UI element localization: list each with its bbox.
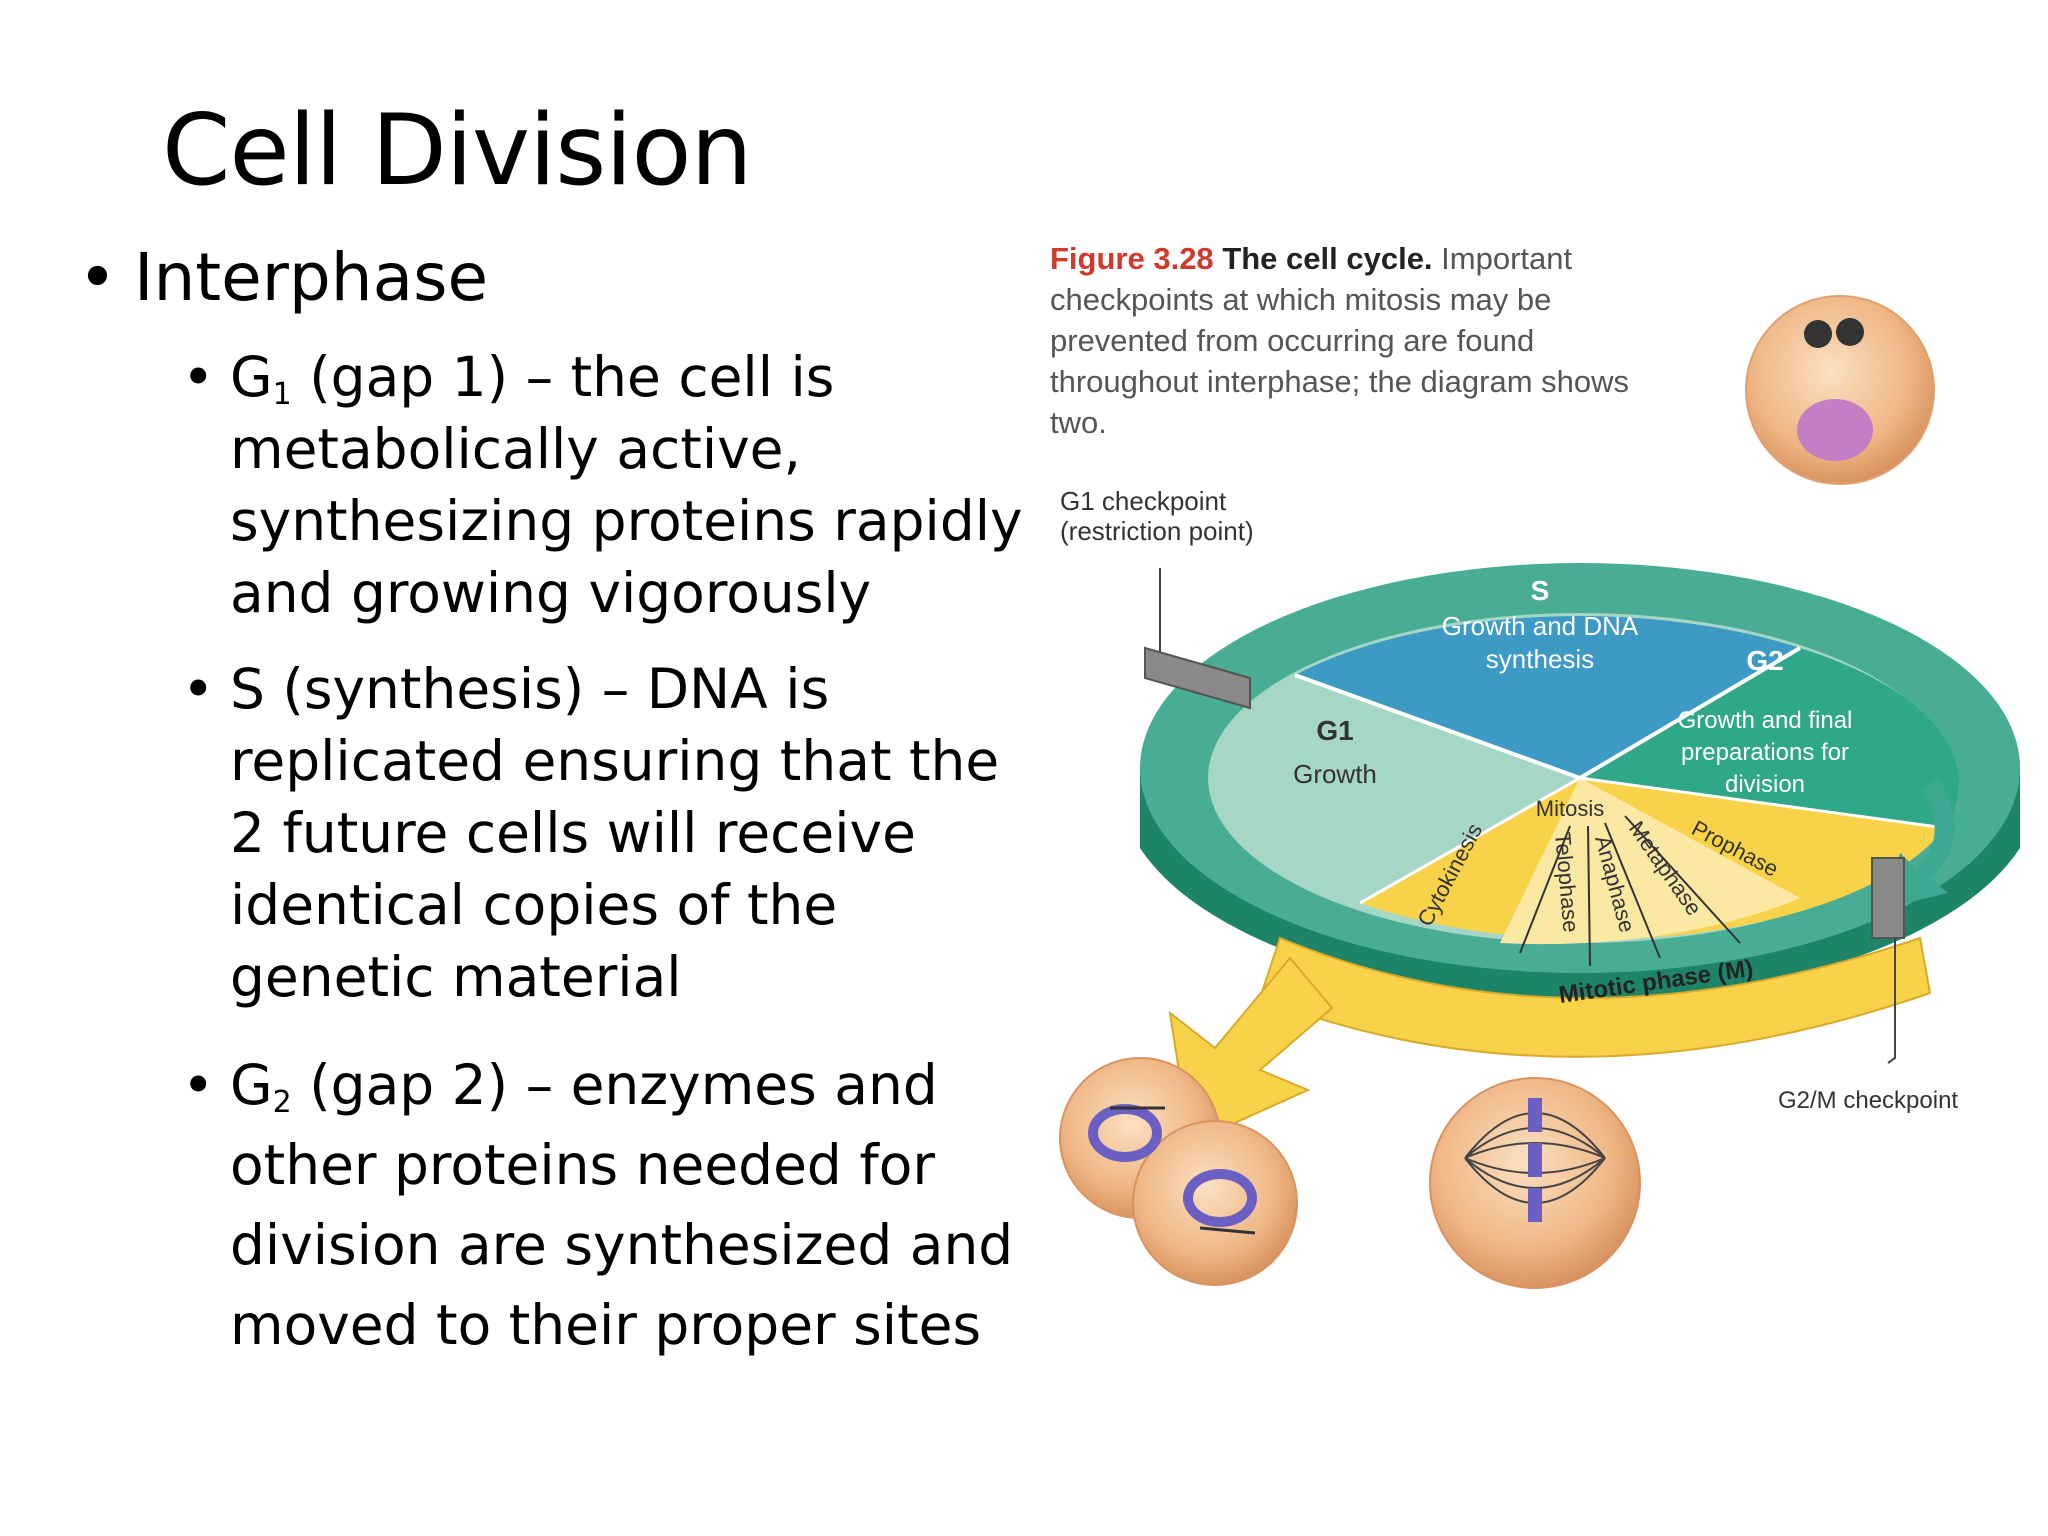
g1-phase-desc: Growth: [1293, 759, 1377, 789]
g2-phase-desc-line2: preparations for: [1681, 739, 1849, 766]
g1-checkpoint-label: G1 checkpoint: [1060, 486, 1227, 516]
s-phase-desc-line1: Growth and DNA: [1442, 611, 1639, 641]
g1-subscript: 1: [272, 377, 292, 413]
figure-title: The cell cycle.: [1222, 241, 1433, 276]
g1-phase-label: G1: [1316, 715, 1353, 746]
bullet-dot-icon: •: [182, 345, 215, 410]
g2m-checkpoint-marker: [1871, 857, 1905, 1064]
bullet-dot-icon: •: [182, 657, 215, 722]
metaphase-cell-illustration: [1429, 1077, 1641, 1289]
phase-wedges: [1500, 778, 1800, 945]
s-phase-label: S: [1531, 575, 1550, 606]
bullet-g1: • G1 (gap 1) – the cell is metabolically…: [182, 341, 1038, 629]
g1-symbol: G: [230, 345, 273, 410]
figure-caption-text: Important checkpoints at which mitosis m…: [1050, 241, 1630, 440]
bullet-dot-icon: •: [182, 1053, 215, 1118]
slide-title: Cell Division: [162, 94, 753, 208]
bullet-list: • Interphase • G1 (gap 1) – the cell is …: [78, 238, 1038, 1389]
g2-subscript: 2: [272, 1085, 292, 1121]
mitosis-label: Mitosis: [1536, 796, 1604, 821]
g2-symbol: G: [230, 1053, 273, 1118]
cycle-inner-disk: [1208, 613, 1959, 967]
g1-text: (gap 1) – the cell is metabolically acti…: [230, 345, 1023, 626]
g1-checkpoint-marker: [1144, 568, 1251, 710]
cytokinesis-cell-illustration: [1059, 1057, 1298, 1286]
cell-cycle-diagram: G1 checkpoint (restriction point) Interp…: [1059, 295, 2020, 1289]
figure-caption: Figure 3.28 The cell cycle. Important ch…: [1050, 238, 1650, 443]
bullet-interphase-text: Interphase: [134, 239, 489, 316]
g2-text: (gap 2) – enzymes and other proteins nee…: [230, 1053, 1014, 1358]
g2-sector: [1580, 648, 1959, 828]
bullet-dot-icon: •: [78, 239, 117, 316]
g2-phase-desc-line3: division: [1725, 771, 1805, 798]
g2m-checkpoint-label: G2/M checkpoint: [1778, 1087, 1958, 1114]
s-phase-desc-line2: synthesis: [1486, 644, 1594, 674]
bullet-s: • S (synthesis) – DNA is replicated ensu…: [182, 653, 1038, 1013]
mitotic-phase-band: [1258, 936, 1932, 1058]
g2-phase-label: G2: [1746, 645, 1783, 676]
cell-cycle-figure: Figure 3.28 The cell cycle. Important ch…: [1050, 238, 2035, 1348]
figure-number: Figure 3.28: [1050, 241, 1214, 276]
division-arrow-icon: [1168, 956, 1334, 1145]
g2-phase-desc-line1: Growth and final: [1678, 707, 1853, 734]
interphase-label: Interphase: [1474, 516, 1606, 546]
bullet-g2: • G2 (gap 2) – enzymes and other protein…: [182, 1045, 1038, 1365]
restriction-point-label: (restriction point): [1060, 516, 1254, 546]
s-text: S (synthesis) – DNA is replicated ensuri…: [230, 657, 1000, 1010]
bullet-interphase: • Interphase: [78, 238, 1038, 317]
interphase-cell-illustration: [1745, 295, 1935, 485]
s-sector: [1295, 616, 1800, 778]
